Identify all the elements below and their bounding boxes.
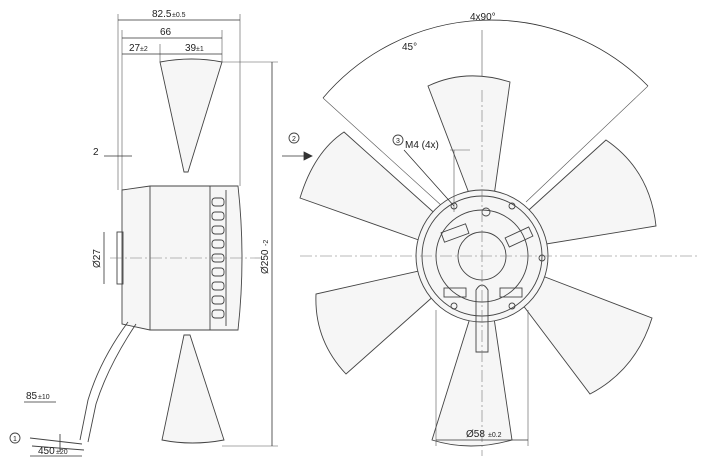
dim-27-tol: ±2 <box>140 46 148 53</box>
dim-gap-2: 2 <box>93 147 99 158</box>
front-view: 4x90° 45° 3 M4 ( <box>282 12 700 456</box>
dim-overall-depth: 82.5 <box>152 9 172 20</box>
callout-2: 2 <box>292 136 296 143</box>
dim-39: 39 <box>185 43 197 54</box>
callout-1-circle <box>9 432 21 444</box>
dim-overall-depth-tol: ±0.5 <box>172 12 186 19</box>
dim-cable-85: 85 <box>26 391 38 402</box>
callout-2-circle <box>288 132 300 144</box>
dim-angle-4x90: 4x90° <box>470 12 496 23</box>
dim-diameter-27: Ø27 <box>92 249 103 268</box>
side-view: 82.5 ±0.5 66 27 ±2 39 ±1 2 Ø27 Ø250 -2 8… <box>9 9 278 457</box>
callout-3: 3 <box>396 138 400 145</box>
dim-thread-m4: M4 (4x) <box>405 140 439 151</box>
side-blade-bottom <box>161 334 225 444</box>
dim-diameter-250-tol: -2 <box>263 240 270 246</box>
dim-66: 66 <box>160 27 172 38</box>
dim-diameter-58: Ø58 <box>466 429 485 440</box>
dim-diameter-58-tol: ±0.2 <box>488 432 502 439</box>
callout-1: 1 <box>13 436 17 443</box>
dim-cable-450: 450 <box>38 446 55 457</box>
front-blades <box>299 75 657 447</box>
callout-3-circle <box>392 134 404 146</box>
dim-39-tol: ±1 <box>196 46 204 53</box>
side-blade-top <box>159 58 223 173</box>
dim-cable-450-tol: ±20 <box>56 449 68 456</box>
dim-27: 27 <box>129 43 141 54</box>
cable <box>79 321 129 441</box>
dim-angle-45: 45° <box>402 42 417 53</box>
dim-diameter-250: Ø250 <box>260 249 271 274</box>
dim-cable-85-tol: ±10 <box>38 394 50 401</box>
